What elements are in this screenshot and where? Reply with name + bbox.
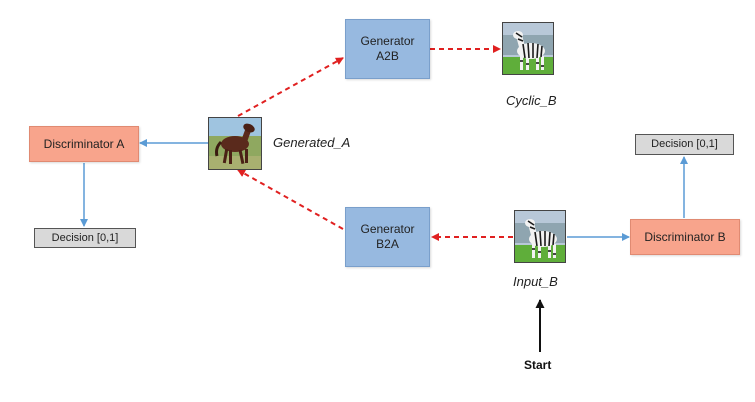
generator-b2a-box: Generator B2A xyxy=(345,207,430,267)
input-b-caption: Input_B xyxy=(513,274,558,289)
cyclic-b-caption: Cyclic_B xyxy=(506,93,557,108)
decision-a-label: Decision [0,1] xyxy=(51,231,119,244)
arrow-generated-a-to-generator-a2b xyxy=(237,57,344,117)
discriminator-b-box: Discriminator B xyxy=(630,219,740,255)
discriminator-b-label: Discriminator B xyxy=(644,229,726,244)
generator-a2b-box: Generator A2B xyxy=(345,19,430,79)
generator-b2a-line2: B2A xyxy=(376,237,399,251)
generator-b2a-line1: Generator xyxy=(360,222,415,236)
generated-a-horse-image xyxy=(208,117,262,170)
input-b-zebra-image xyxy=(514,210,566,263)
decision-b-box: Decision [0,1] xyxy=(635,134,734,155)
discriminator-a-label: Discriminator A xyxy=(43,136,125,151)
discriminator-a-box: Discriminator A xyxy=(29,126,139,162)
generated-a-caption: Generated_A xyxy=(273,135,351,150)
decision-a-box: Decision [0,1] xyxy=(34,228,136,248)
start-label: Start xyxy=(524,358,552,372)
generator-a2b-line2: A2B xyxy=(376,49,399,63)
zebra-icon xyxy=(503,23,553,74)
arrow-generator-b2a-to-generated-a xyxy=(237,169,344,230)
generator-a2b-line1: Generator xyxy=(360,34,415,48)
horse-icon xyxy=(209,118,261,169)
cyclic-b-zebra-image xyxy=(502,22,554,75)
zebra-icon xyxy=(515,211,565,262)
decision-b-label: Decision [0,1] xyxy=(651,138,718,150)
